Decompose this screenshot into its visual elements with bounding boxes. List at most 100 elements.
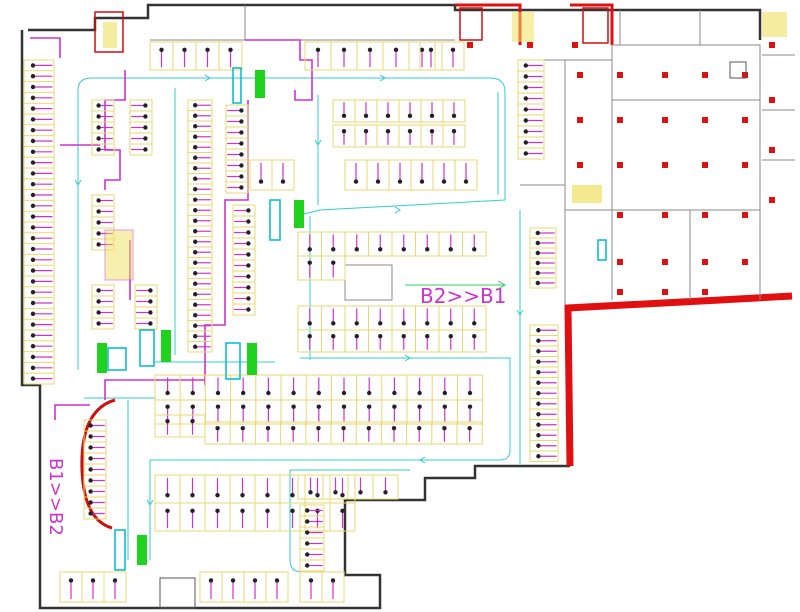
car-dot: [193, 187, 198, 192]
car-dot: [190, 404, 195, 409]
car-dot: [448, 333, 453, 339]
car-dot: [523, 63, 528, 68]
car-dot: [239, 185, 244, 190]
car-dot: [182, 47, 187, 53]
car-dot: [523, 140, 528, 145]
car-dot: [246, 219, 251, 224]
car-dot: [30, 333, 36, 338]
car-dot: [215, 425, 220, 431]
car-dot: [441, 179, 447, 184]
car-dot: [30, 354, 36, 360]
car-dot: [419, 47, 425, 53]
car-dot: [30, 236, 36, 241]
car-dot: [143, 103, 148, 108]
car-dot: [307, 321, 312, 326]
car-dot: [417, 425, 422, 431]
car-dot: [143, 136, 148, 141]
column-marker: [617, 72, 623, 78]
car-dot: [429, 128, 435, 134]
car-dot: [148, 288, 153, 293]
stall-column: [91, 99, 115, 156]
stall-row: [154, 502, 356, 532]
car-dot: [190, 390, 195, 396]
car-dot: [536, 433, 541, 438]
column-marker: [662, 117, 668, 123]
stall-row: [344, 159, 478, 191]
column-marker: [702, 259, 708, 265]
car-dot: [536, 391, 541, 396]
car-dot: [305, 508, 310, 513]
car-dot: [30, 365, 36, 370]
car-dot: [193, 176, 198, 181]
column-marker: [617, 259, 623, 265]
car-dot: [331, 247, 336, 252]
car-dot: [30, 74, 36, 79]
car-dot: [472, 247, 477, 252]
car-dot: [401, 321, 406, 326]
car-dot: [358, 490, 363, 495]
stall-column: [83, 419, 107, 520]
car-dot: [228, 47, 233, 53]
stall-row: [154, 414, 206, 438]
car-dot: [96, 310, 101, 315]
car-dot: [239, 141, 244, 146]
driving-lanes: [77, 77, 521, 573]
car-dot: [96, 231, 101, 236]
car-dot: [367, 404, 372, 409]
car-dot: [442, 404, 447, 409]
car-dot: [341, 47, 347, 53]
car-dot: [96, 103, 101, 108]
car-dot: [354, 247, 359, 252]
car-dot: [240, 508, 245, 514]
stall-row: [59, 571, 127, 603]
car-dot: [290, 492, 295, 498]
car-dot: [523, 74, 528, 79]
car-dot: [190, 418, 195, 424]
stall-row: [154, 374, 484, 401]
car-dot: [331, 321, 336, 326]
car-dot: [193, 313, 198, 318]
column-marker: [617, 289, 623, 295]
car-dot: [193, 302, 198, 307]
car-dot: [30, 160, 36, 165]
car-dot: [523, 129, 528, 134]
car-dot: [467, 390, 473, 396]
car-dot: [193, 250, 198, 255]
car-dot: [96, 321, 101, 326]
car-dot: [30, 376, 36, 381]
car-dot: [307, 247, 312, 252]
car-dot: [239, 119, 244, 124]
car-dot: [341, 128, 347, 134]
column-marker: [577, 162, 583, 168]
car-dot: [193, 229, 198, 234]
car-dot: [378, 321, 383, 326]
car-dot: [407, 113, 413, 119]
car-dot: [385, 128, 391, 134]
column-marker: [577, 72, 583, 78]
stall-column: [187, 99, 213, 353]
car-dot: [30, 171, 36, 176]
car-dot: [193, 166, 198, 171]
car-dot: [316, 390, 321, 396]
stall-column: [232, 204, 256, 316]
column-marker: [702, 72, 708, 78]
car-dot: [367, 390, 372, 396]
car-dot: [88, 511, 93, 516]
column-marker: [617, 212, 623, 218]
car-dot: [401, 333, 406, 339]
car-dot: [96, 220, 101, 225]
car-dot: [88, 478, 93, 483]
car-dot: [246, 230, 251, 235]
column-marker: [702, 212, 708, 218]
car-dot: [88, 434, 93, 439]
stall-row: [149, 41, 243, 71]
car-dot: [240, 492, 245, 498]
car-dot: [417, 404, 422, 409]
car-dot: [159, 47, 164, 53]
car-dot: [240, 425, 245, 431]
car-dot: [96, 198, 101, 203]
car-dot: [451, 128, 457, 134]
car-dot: [305, 563, 310, 568]
car-dot: [241, 404, 246, 409]
car-dot: [391, 425, 397, 431]
